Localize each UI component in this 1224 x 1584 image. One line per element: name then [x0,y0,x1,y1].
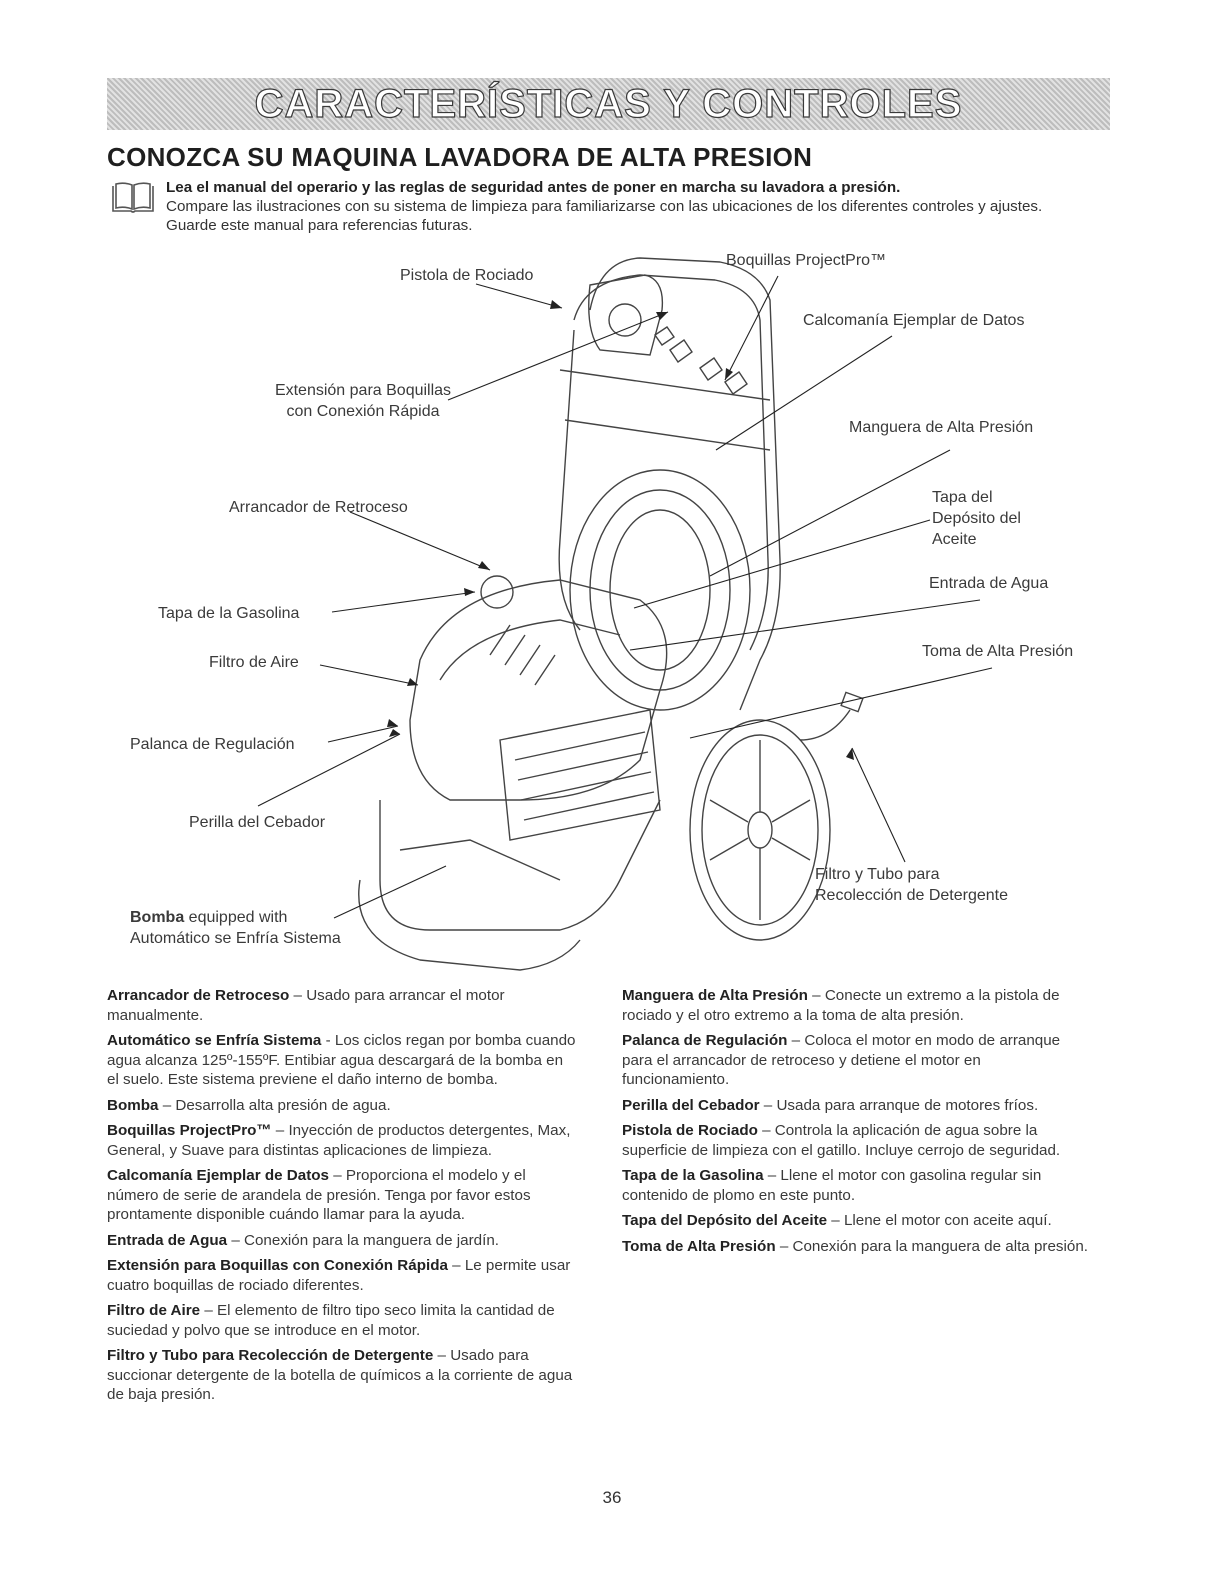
label-extension-boquillas: Extensión para Boquillas con Conexión Rá… [274,382,452,420]
descriptions-right-column: Manguera de Alta Presión – Conecte un ex… [622,986,1092,1262]
label-calcomania: Calcomanía Ejemplar de Datos [803,312,1025,329]
description-entry: Filtro de Aire – El elemento de filtro t… [107,1302,555,1339]
label-pistola-de-rociado: Pistola de Rociado [400,267,534,284]
label-filtro-aire: Filtro de Aire [209,654,299,671]
label-bomba: Bomba equipped with Automático se Enfría… [130,909,341,947]
description-entry: Extensión para Boquillas con Conexión Rá… [107,1257,571,1294]
description-entry: Boquillas ProjectPro™ – Inyección de pro… [107,1122,571,1159]
banner-title: CARACTERÍSTICAS Y CONTROLES [254,81,963,126]
page-number: 36 [602,1488,622,1507]
description-entry: Toma de Alta Presión – Conexión para la … [622,1237,1088,1255]
label-palanca: Palanca de Regulación [130,736,295,753]
label-manguera: Manguera de Alta Presión [849,419,1034,436]
description-entry: Tapa del Depósito del Aceite – Llene el … [622,1212,1052,1229]
description-entry: Manguera de Alta Presión – Conecte un ex… [622,987,1060,1024]
description-entry: Automático se Enfría Sistema - Los ciclo… [107,1032,576,1088]
description-entry: Calcomanía Ejemplar de Datos – Proporcio… [107,1167,531,1223]
label-entrada-agua: Entrada de Agua [929,575,1049,592]
description-entry: Filtro y Tubo para Recolección de Deterg… [107,1347,573,1403]
description-entry: Pistola de Rociado – Controla la aplicac… [622,1122,1061,1159]
description-entry: Entrada de Agua – Conexión para la mangu… [107,1231,499,1249]
label-filtro-tubo: Filtro y Tubo para Recolección de Deterg… [815,866,1009,904]
description-entry: Palanca de Regulación – Coloca el motor … [622,1032,1061,1088]
label-tapa-gasolina: Tapa de la Gasolina [158,605,300,622]
label-boquillas-projectpro: Boquillas ProjectPro™ [726,252,887,269]
description-entry: Arrancador de Retroceso – Usado para arr… [107,987,505,1024]
pressure-washer-diagram: Pistola de Rociado Boquillas ProjectPro™… [0,240,1224,980]
descriptions-left-column: Arrancador de Retroceso – Usado para arr… [107,986,577,1411]
section-banner: CARACTERÍSTICAS Y CONTROLES [107,78,1110,130]
intro-text: Lea el manual del operario y las reglas … [166,178,1096,235]
book-icon [112,182,154,213]
label-tapa-aceite: Tapa del Depósito del Aceite [932,489,1021,548]
description-entry: Perilla del Cebador – Usada para arranqu… [622,1096,1039,1114]
label-arrancador: Arrancador de Retroceso [229,499,408,516]
label-toma-alta-presion: Toma de Alta Presión [922,643,1074,660]
description-entry: Tapa de la Gasolina – Llene el motor con… [622,1167,1042,1204]
description-entry: Bomba – Desarrolla alta presión de agua. [107,1096,391,1114]
pressure-washer-illustration [257,257,993,971]
label-perilla: Perilla del Cebador [189,814,326,831]
page-title: CONOZCA SU MAQUINA LAVADORA DE ALTA PRES… [107,142,813,172]
intro-warning: Lea el manual del operario y las reglas … [166,179,901,196]
intro-body: Compare las ilustraciones con su sistema… [166,198,1043,234]
